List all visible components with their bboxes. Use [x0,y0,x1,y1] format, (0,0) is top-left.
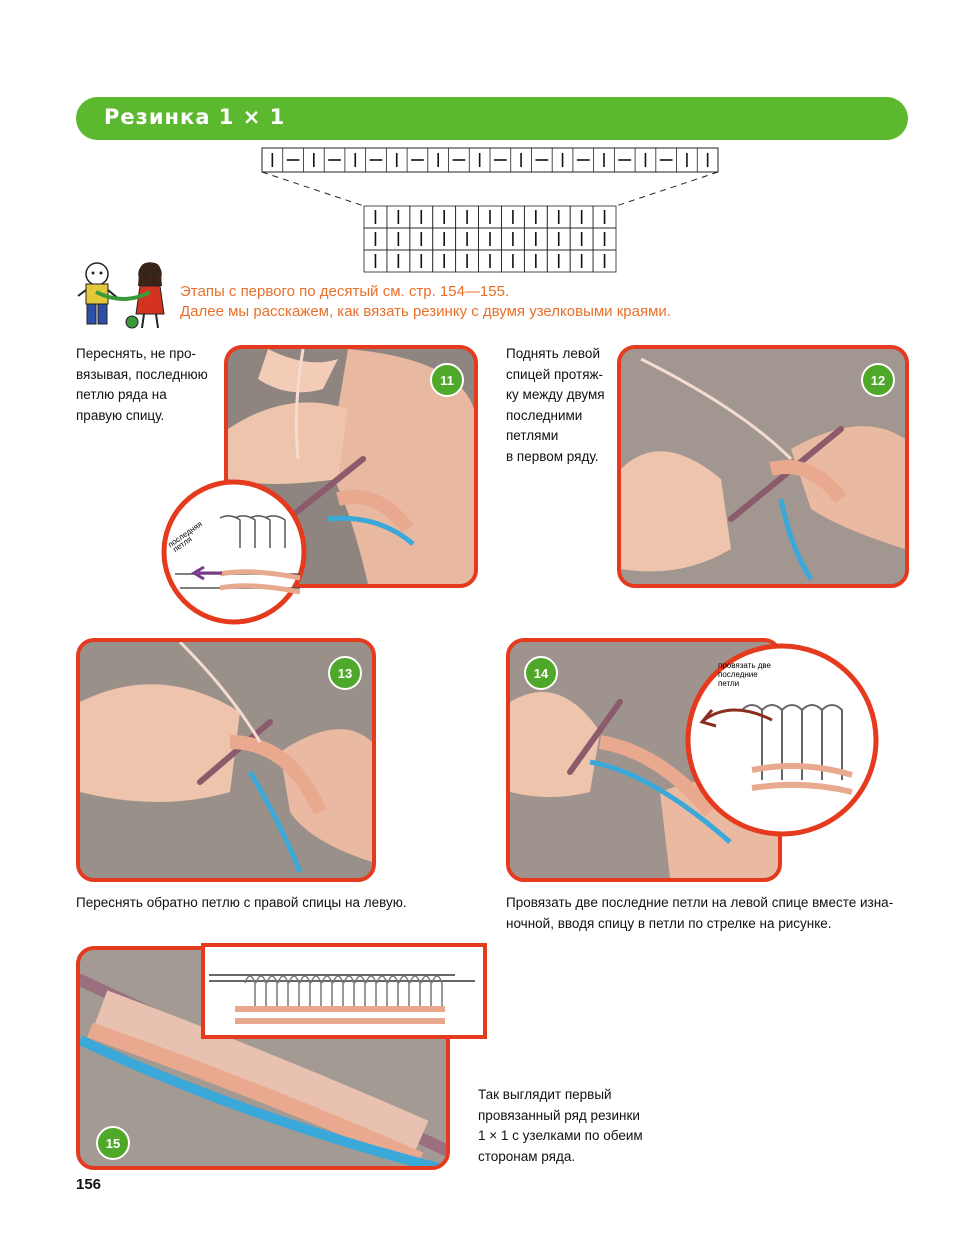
arrow-curve-icon [699,708,773,728]
stitch-loop [255,975,267,1009]
stitch-loop [387,975,399,1009]
inset-label-line-2: последние [718,670,758,679]
step-15-inset-diagram [201,943,487,1039]
mascots-illustration [77,262,165,329]
intro-text: Этапы с первого по десятый см. стр. 154—… [180,282,671,322]
chart-grid [363,205,617,273]
step-15-caption: Так выглядит первый провязанный ряд рези… [478,1087,643,1164]
section-title: Резинка 1 × 1 [104,105,286,129]
step-14-caption: Провязать две последние петли на левой с… [506,895,894,931]
step-13-photo: 13 [76,638,376,882]
step-12-photo: 12 [617,345,909,588]
stitch-loop [343,975,355,1009]
page-number: 156 [76,1176,102,1193]
stitch-loop [266,975,278,1009]
step-11-caption: Переснять, не про- вязывая, последнюю пе… [76,346,208,423]
mascot-girl-icon [135,262,165,329]
chart-top-row [261,147,719,173]
stitch-loop [288,975,300,1009]
stitch-loop [354,975,366,1009]
step-14-inset-diagram: провязать две последние петли [685,643,879,837]
stitch-loop [299,975,311,1009]
stitch-loop [365,975,377,1009]
intro-line-2: Далее мы расскажем, как вязать резинку с… [180,303,671,320]
step-number-badge: 14 [524,656,558,690]
step-number-badge: 11 [430,363,464,397]
inset-label-line-3: петли [718,679,739,688]
stitch-loop [409,975,421,1009]
stitch-loop [310,975,322,1009]
step-number-badge: 12 [861,363,895,397]
stitch-loop [277,975,289,1009]
stitch-loop [244,975,256,1009]
step-11-inset-diagram: последняя петля [161,479,307,625]
stitch-loop [332,975,344,1009]
stitch-loop [420,975,432,1009]
stitch-loop [398,975,410,1009]
step-number-badge: 13 [328,656,362,690]
step-number-badge: 15 [96,1126,130,1160]
stitch-loop [376,975,388,1009]
pattern-chart [261,147,719,273]
step-13-caption: Переснять обратно петлю с правой спицы н… [76,895,407,910]
inset-label-line-1: провязать две [718,661,772,670]
intro-line-1: Этапы с первого по десятый см. стр. 154—… [180,283,510,300]
arrow-left-icon [191,565,222,581]
stitch-loop [321,975,333,1009]
step-12-caption: Поднять левой спицей протяж- ку между дв… [506,346,605,464]
section-banner: Резинка 1 × 1 [76,97,908,140]
stitch-loop [431,975,443,1009]
